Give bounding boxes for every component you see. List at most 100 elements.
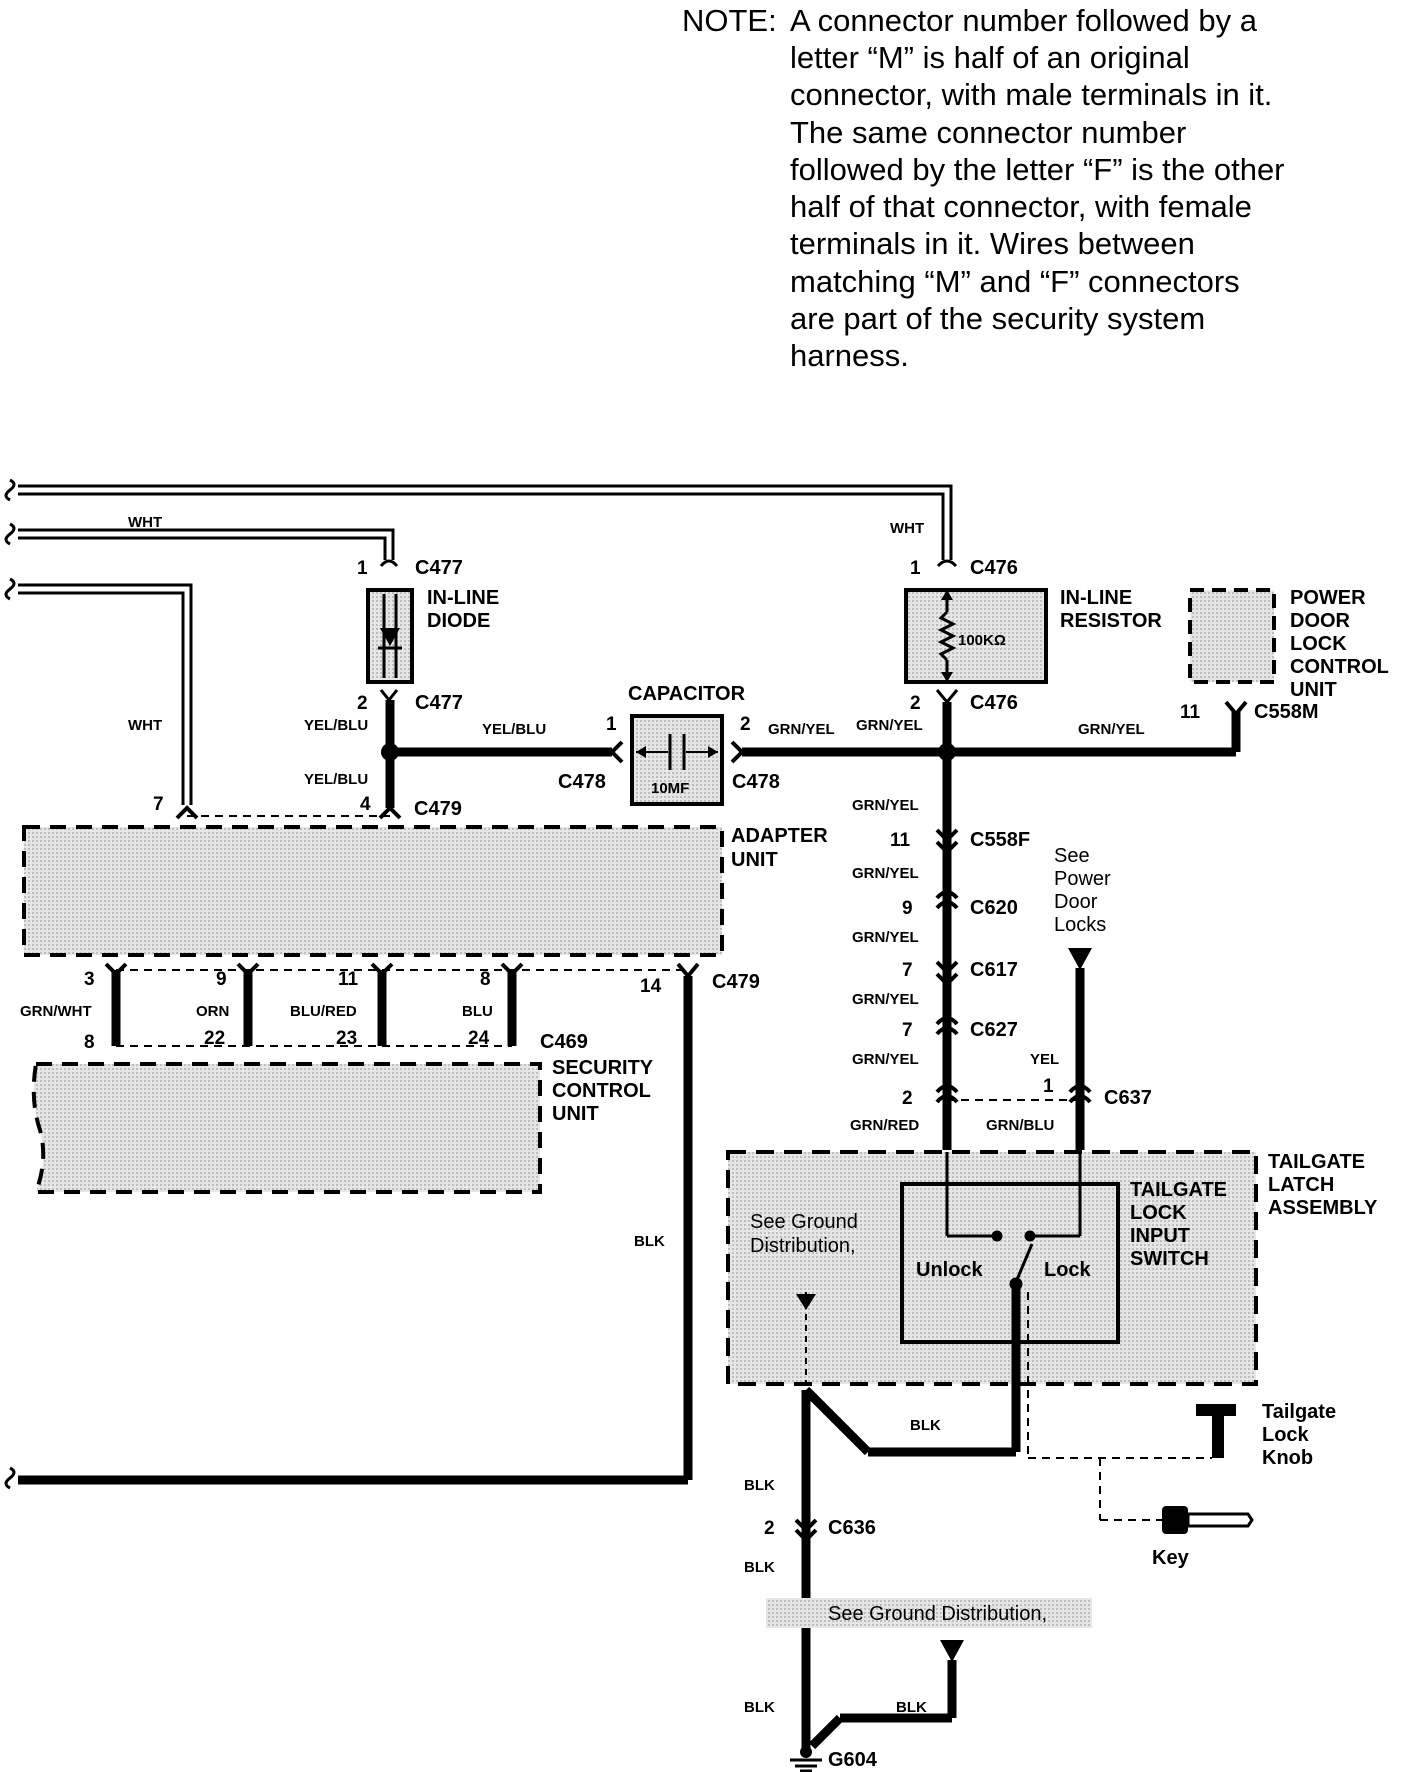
component-label: POWER [1290, 587, 1366, 609]
component-label: LOCK [1130, 1202, 1187, 1224]
connector-c477-bottom [379, 689, 399, 703]
component-label: UNIT [1290, 679, 1337, 701]
component-label: DIODE [427, 610, 490, 632]
see-power-door-locks: Door [1054, 891, 1098, 913]
diode-symbol-icon [380, 628, 400, 646]
arrow-down-icon [940, 1640, 964, 1662]
pin-label: 7 [902, 1020, 913, 1041]
wire-label: BLK [634, 1233, 665, 1250]
connector-c627 [935, 1016, 959, 1036]
arrow-down-icon [1068, 948, 1092, 970]
component-label: ADAPTER [731, 825, 828, 847]
component-label: IN-LINE [1060, 587, 1132, 609]
tailgate-lock-knob-icon [1196, 1404, 1236, 1458]
inline-resistor: 100KΩ [904, 559, 1048, 705]
switch-to-ground [796, 1284, 1021, 1750]
wire-label: GRN/YEL [856, 717, 923, 734]
see-ground-distribution-bottom: See Ground Distribution, [828, 1603, 1047, 1625]
key-label: Key [1152, 1547, 1190, 1569]
connector-c637-pin2 [935, 1084, 959, 1104]
connector-label: C620 [970, 897, 1018, 919]
pin-label: 1 [910, 558, 921, 579]
wire-label: WHT [128, 717, 162, 734]
knob-label: Knob [1262, 1447, 1313, 1469]
component-label: CONTROL [552, 1080, 651, 1102]
connector-label: C636 [828, 1517, 876, 1539]
connector-label: C627 [970, 1019, 1018, 1041]
wire-label: GRN/WHT [20, 1003, 92, 1020]
connector-c478-2 [730, 740, 745, 764]
power-door-lock-control-unit [1188, 588, 1276, 684]
connector-c477-top [379, 559, 399, 567]
component-label: CONTROL [1290, 656, 1389, 678]
wire-label: YEL/BLU [304, 771, 368, 788]
connector-c478-1 [609, 740, 624, 764]
note-line: connector, with male terminals in it. [790, 77, 1273, 112]
ground-symbol-icon [790, 1746, 822, 1772]
component-label: SWITCH [1130, 1248, 1209, 1270]
ground-arrow-icon [796, 1294, 816, 1310]
capacitor-body [630, 714, 724, 806]
connector-c476-bottom [935, 689, 959, 705]
break-marks [4, 478, 16, 1490]
connector-c620 [935, 890, 959, 910]
pin-label: 8 [84, 1032, 95, 1053]
note-line: terminals in it. Wires between [790, 226, 1195, 261]
component-label: TAILGATE [1268, 1151, 1365, 1173]
wire-label: GRN/YEL [852, 797, 919, 814]
key-icon [1162, 1506, 1254, 1534]
note-line: are part of the security system [790, 301, 1206, 336]
component-label: LATCH [1268, 1174, 1334, 1196]
connector-label: C558M [1254, 701, 1318, 723]
connector-label: C477 [415, 692, 463, 714]
yel-blu-grn-yel-bus [394, 700, 1248, 761]
pin-label: 11 [338, 969, 359, 990]
knob-label: Tailgate [1262, 1401, 1336, 1423]
note-line: matching “M” and “F” connectors [790, 264, 1240, 299]
pin-label: 3 [84, 969, 95, 990]
mechanical-linkage [1027, 1292, 1254, 1534]
wire-label: GRN/RED [850, 1117, 919, 1134]
pin-label: 1 [1043, 1076, 1054, 1097]
pin-label: 14 [640, 976, 662, 997]
pin-label: 11 [1180, 702, 1201, 723]
wire-label: YEL/BLU [482, 721, 546, 738]
inline-diode [366, 559, 414, 820]
pin-label: 2 [357, 693, 368, 714]
switch-unlock-label: Unlock [916, 1259, 984, 1281]
adapter-security-wires [18, 962, 700, 1485]
connector-c617 [935, 960, 959, 987]
wire-label: WHT [890, 520, 924, 537]
pin-label: 22 [204, 1028, 225, 1049]
resistor-body [904, 588, 1048, 684]
note-line: A connector number followed by a [790, 3, 1257, 38]
switch-lock-label: Lock [1044, 1259, 1092, 1281]
component-label: DOOR [1290, 610, 1351, 632]
connector-label: C477 [415, 557, 463, 579]
pin-label: 2 [740, 714, 751, 735]
wire-label: YEL [1030, 1051, 1059, 1068]
wire-label: BLK [744, 1699, 775, 1716]
wire-label: WHT [128, 514, 162, 531]
pin-label: 7 [902, 960, 913, 981]
component-label: UNIT [552, 1103, 599, 1125]
wire-label: GRN/YEL [852, 929, 919, 946]
see-ground-distribution-inner: See Ground [750, 1211, 858, 1233]
wht-wires-top [18, 484, 953, 805]
note-line: The same connector number [790, 115, 1187, 150]
pin-label: 2 [910, 693, 921, 714]
switch-contacts [945, 1152, 1082, 1291]
pin-label: 8 [480, 969, 491, 990]
connector-c479-pin14 [676, 962, 700, 980]
capacitor-value: 10MF [651, 780, 689, 797]
see-ground-distribution-band [766, 1598, 1092, 1628]
wire-label: GRN/YEL [852, 865, 919, 882]
wire-label: GRN/YEL [852, 1051, 919, 1068]
wire-label: BLK [910, 1417, 941, 1434]
connector-label: C469 [540, 1031, 588, 1053]
connector-c636 [794, 1518, 818, 1543]
pin-label: 4 [360, 794, 371, 815]
component-label: IN-LINE [427, 587, 499, 609]
pin-label: 24 [468, 1028, 490, 1049]
connector-c637-pin1 [1068, 1084, 1092, 1104]
